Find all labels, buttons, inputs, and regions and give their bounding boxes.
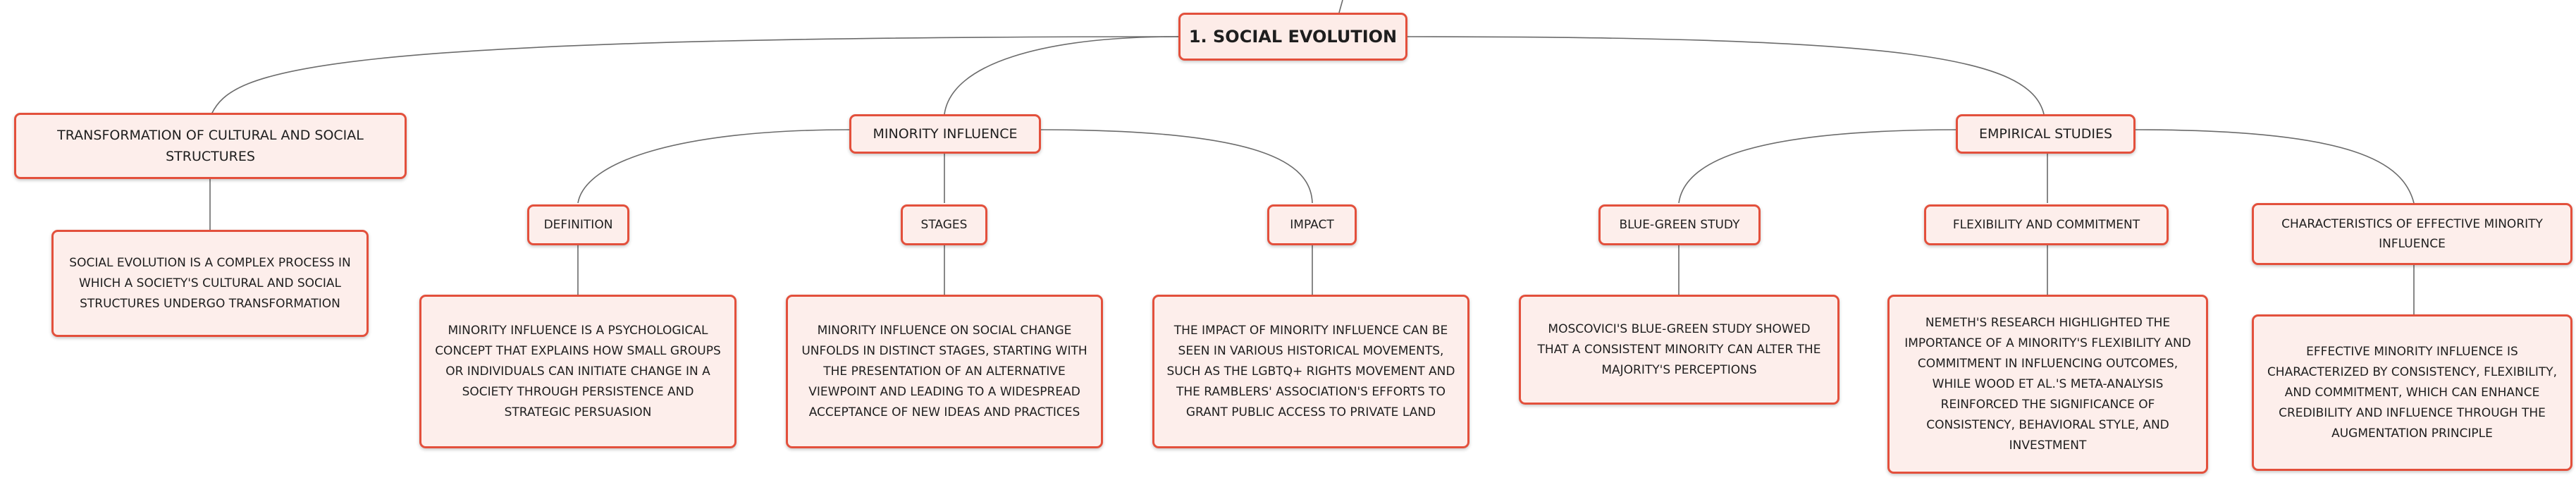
root-node[interactable]: 1. SOCIAL EVOLUTION <box>1178 13 1407 61</box>
topic-transformation[interactable]: TRANSFORMATION OF CULTURAL AND SOCIAL ST… <box>14 113 407 179</box>
subtopic-flexibility-commitment[interactable]: FLEXIBILITY AND COMMITMENT <box>1924 204 2169 245</box>
subtopic-blue-green-study-label: BLUE-GREEN STUDY <box>1619 218 1740 232</box>
subtopic-blue-green-study[interactable]: BLUE-GREEN STUDY <box>1598 204 1761 245</box>
detail-transformation[interactable]: SOCIAL EVOLUTION IS A COMPLEX PROCESS IN… <box>51 230 369 337</box>
topic-minority-influence[interactable]: MINORITY INFLUENCE <box>849 114 1041 154</box>
topic-empirical-studies-label: EMPIRICAL STUDIES <box>1978 126 2113 142</box>
detail-stages-text: MINORITY INFLUENCE ON SOCIAL CHANGE UNFO… <box>801 323 1087 419</box>
connector-root-minority <box>944 36 1179 115</box>
detail-impact[interactable]: THE IMPACT OF MINORITY INFLUENCE CAN BE … <box>1152 295 1469 448</box>
subtopic-definition[interactable]: DEFINITION <box>527 204 629 245</box>
connector-empirical-characteristics <box>2135 129 2415 204</box>
subtopic-characteristics-label: CHARACTERISTICS OF EFFECTIVE MINORITY IN… <box>2281 217 2543 251</box>
subtopic-flexibility-commitment-label: FLEXIBILITY AND COMMITMENT <box>1952 218 2140 232</box>
subtopic-characteristics[interactable]: CHARACTERISTICS OF EFFECTIVE MINORITY IN… <box>2252 203 2572 265</box>
detail-characteristics-text: EFFECTIVE MINORITY INFLUENCE IS CHARACTE… <box>2267 344 2558 441</box>
connector-empirical-bluegreen <box>1678 129 1960 204</box>
connector-minority-impact <box>1039 129 1313 204</box>
subtopic-definition-label: DEFINITION <box>543 218 613 232</box>
topic-minority-influence-label: MINORITY INFLUENCE <box>873 126 1018 142</box>
detail-impact-text: THE IMPACT OF MINORITY INFLUENCE CAN BE … <box>1166 323 1455 419</box>
detail-characteristics[interactable]: EFFECTIVE MINORITY INFLUENCE IS CHARACTE… <box>2252 314 2572 471</box>
topic-transformation-label: TRANSFORMATION OF CULTURAL AND SOCIAL ST… <box>57 128 364 164</box>
root-label: 1. SOCIAL EVOLUTION <box>1188 27 1398 47</box>
subtopic-impact-label: IMPACT <box>1290 218 1334 232</box>
subtopic-stages[interactable]: STAGES <box>901 204 987 245</box>
detail-definition-text: MINORITY INFLUENCE IS A PSYCHOLOGICAL CO… <box>435 323 721 419</box>
subtopic-impact[interactable]: IMPACT <box>1267 204 1357 245</box>
detail-blue-green-study[interactable]: MOSCOVICI'S BLUE-GREEN STUDY SHOWED THAT… <box>1519 295 1839 405</box>
detail-transformation-text: SOCIAL EVOLUTION IS A COMPLEX PROCESS IN… <box>69 255 351 311</box>
connector-root-parent <box>1338 0 1343 13</box>
topic-empirical-studies[interactable]: EMPIRICAL STUDIES <box>1956 114 2136 154</box>
detail-flexibility-commitment-text: NEMETH'S RESEARCH HIGHLIGHTED THE IMPORT… <box>1904 315 2191 453</box>
detail-definition[interactable]: MINORITY INFLUENCE IS A PSYCHOLOGICAL CO… <box>419 295 737 448</box>
detail-stages[interactable]: MINORITY INFLUENCE ON SOCIAL CHANGE UNFO… <box>786 295 1103 448</box>
subtopic-stages-label: STAGES <box>920 218 968 232</box>
connector-root-transformation <box>211 36 1179 115</box>
detail-blue-green-study-text: MOSCOVICI'S BLUE-GREEN STUDY SHOWED THAT… <box>1537 321 1821 377</box>
connector-minority-definition <box>577 129 850 204</box>
connector-root-empirical <box>1405 36 2045 115</box>
detail-flexibility-commitment[interactable]: NEMETH'S RESEARCH HIGHLIGHTED THE IMPORT… <box>1887 295 2208 474</box>
